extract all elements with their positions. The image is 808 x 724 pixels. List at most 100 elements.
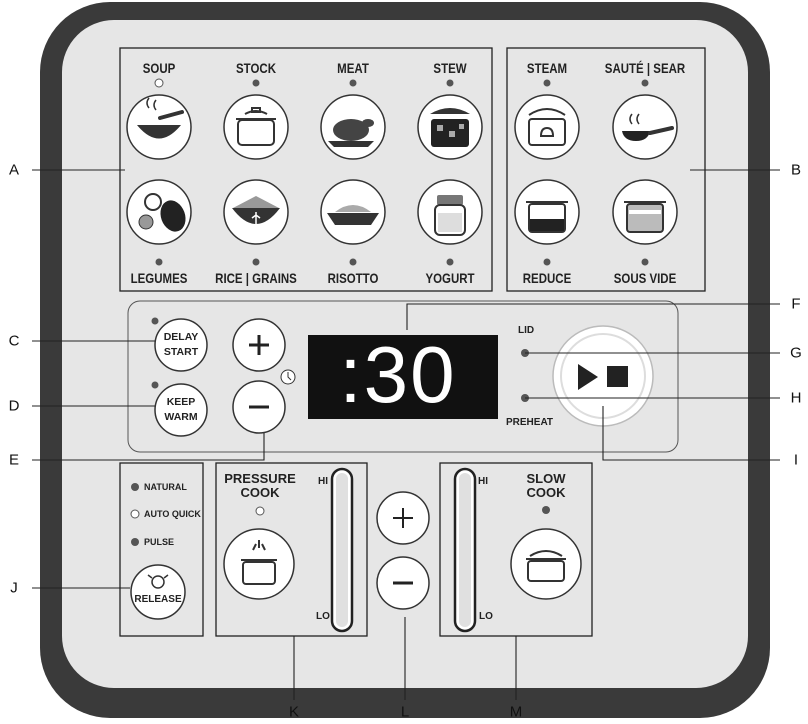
beans-icon — [138, 193, 186, 232]
soup-label: SOUP — [142, 60, 176, 76]
clock-icon — [280, 369, 296, 385]
play-icon — [578, 364, 598, 390]
plus-icon — [249, 335, 269, 355]
delay-start-text: DELAY START — [164, 330, 199, 360]
time-increase-button[interactable] — [232, 318, 286, 372]
steam-release-icon — [147, 574, 169, 589]
steam-indicator — [543, 79, 551, 87]
slow-level-fill — [459, 473, 471, 627]
natural-label: NATURAL — [144, 482, 187, 492]
risotto-plate-icon — [327, 205, 379, 225]
soup-icon — [137, 97, 184, 139]
reduce-indicator — [543, 258, 551, 266]
pressure-cook-button[interactable] — [223, 528, 295, 600]
pressure-cook-indicator — [255, 506, 265, 516]
pressure-cook-line1: PRESSURE — [224, 471, 296, 486]
level-increase-button[interactable] — [376, 491, 430, 545]
callout-e: E — [8, 451, 20, 469]
pressure-lo-label: LO — [316, 611, 330, 622]
release-label: RELEASE — [134, 594, 182, 605]
callout-h: H — [790, 389, 802, 407]
callout-l: L — [400, 703, 410, 721]
slow-hi-label: HI — [478, 476, 488, 487]
keep-warm-line2: WARM — [164, 411, 198, 423]
release-group — [119, 462, 204, 637]
sous-vide-indicator — [641, 258, 649, 266]
pressure-cook-label: PRESSURE COOK — [224, 472, 296, 500]
callout-k: K — [288, 703, 300, 721]
legumes-label: LEGUMES — [130, 270, 188, 286]
callout-b: B — [790, 161, 802, 179]
slow-cook-line2: COOK — [526, 485, 566, 500]
control-group — [127, 300, 679, 453]
callout-j: J — [10, 579, 18, 597]
callout-a: A — [8, 161, 20, 179]
yogurt-indicator — [446, 258, 454, 266]
risotto-button[interactable] — [320, 179, 386, 266]
keep-warm-indicator — [151, 381, 159, 389]
callout-lines — [32, 169, 780, 700]
steam-pot-icon — [528, 108, 566, 146]
callout-line-e — [32, 433, 265, 461]
slow-lo-label: LO — [479, 611, 493, 622]
saute-sear-indicator — [641, 79, 649, 87]
risotto-indicator — [349, 258, 357, 266]
natural-indicator — [131, 483, 139, 491]
pressure-level-fill — [336, 473, 348, 627]
stock-button[interactable] — [223, 79, 289, 160]
stew-button[interactable] — [417, 79, 483, 160]
meat-button[interactable] — [320, 79, 386, 160]
time-display-screen — [308, 335, 498, 419]
slow-cook-line1: SLOW — [526, 471, 566, 486]
time-decrease-button[interactable] — [232, 380, 286, 434]
release-button[interactable] — [130, 564, 186, 620]
stock-indicator — [252, 79, 260, 87]
callout-line-i — [602, 406, 780, 461]
callout-g: G — [790, 344, 802, 362]
sous-vide-label: SOUS VIDE — [613, 270, 677, 286]
callout-i: I — [793, 451, 799, 469]
slow-level-gauge — [453, 467, 477, 633]
sous-vide-pot-icon — [624, 201, 666, 233]
meat-label: MEAT — [337, 60, 369, 76]
reduce-button[interactable] — [514, 179, 580, 245]
callout-d: D — [8, 397, 20, 415]
pressure-cook-group — [215, 462, 368, 637]
reduce-label: REDUCE — [522, 270, 572, 286]
steam-button[interactable] — [514, 79, 580, 160]
keep-warm-button[interactable] — [154, 383, 208, 437]
sous-vide-button[interactable] — [612, 179, 678, 245]
start-stop-button[interactable] — [552, 325, 654, 427]
delay-start-line2: START — [163, 346, 199, 358]
stew-indicator — [446, 79, 454, 87]
stew-label: STEW — [433, 60, 467, 76]
slow-cook-indicator — [542, 506, 550, 514]
stock-label: STOCK — [236, 60, 276, 76]
level-decrease-button[interactable] — [376, 556, 430, 610]
soup-button[interactable] — [126, 78, 192, 160]
pressure-cook-line2: COOK — [240, 485, 280, 500]
auto-quick-indicator — [130, 509, 140, 519]
yogurt-label: YOGURT — [425, 270, 475, 286]
delay-start-button[interactable] — [154, 318, 208, 372]
callout-line-f — [406, 303, 780, 330]
rice-grains-button[interactable] — [223, 179, 289, 266]
pressure-pot-icon — [241, 540, 277, 585]
pressure-level-gauge — [330, 467, 354, 633]
saute-sear-button[interactable] — [612, 79, 678, 160]
meat-indicator — [349, 79, 357, 87]
time-display-value: :30 — [339, 330, 457, 419]
callout-c: C — [8, 332, 20, 350]
yogurt-button[interactable] — [417, 179, 483, 266]
callout-f: F — [791, 295, 801, 313]
stew-pot-icon — [430, 108, 470, 147]
delay-start-indicator — [151, 317, 159, 325]
frying-pan-icon — [622, 113, 674, 141]
legumes-button[interactable] — [126, 179, 192, 266]
risotto-label: RISOTTO — [327, 270, 379, 286]
steam-label: STEAM — [526, 60, 568, 76]
auto-quick-label: AUTO QUICK — [144, 509, 201, 519]
slow-cook-button[interactable] — [510, 528, 582, 600]
lid-label: LID — [518, 325, 535, 336]
